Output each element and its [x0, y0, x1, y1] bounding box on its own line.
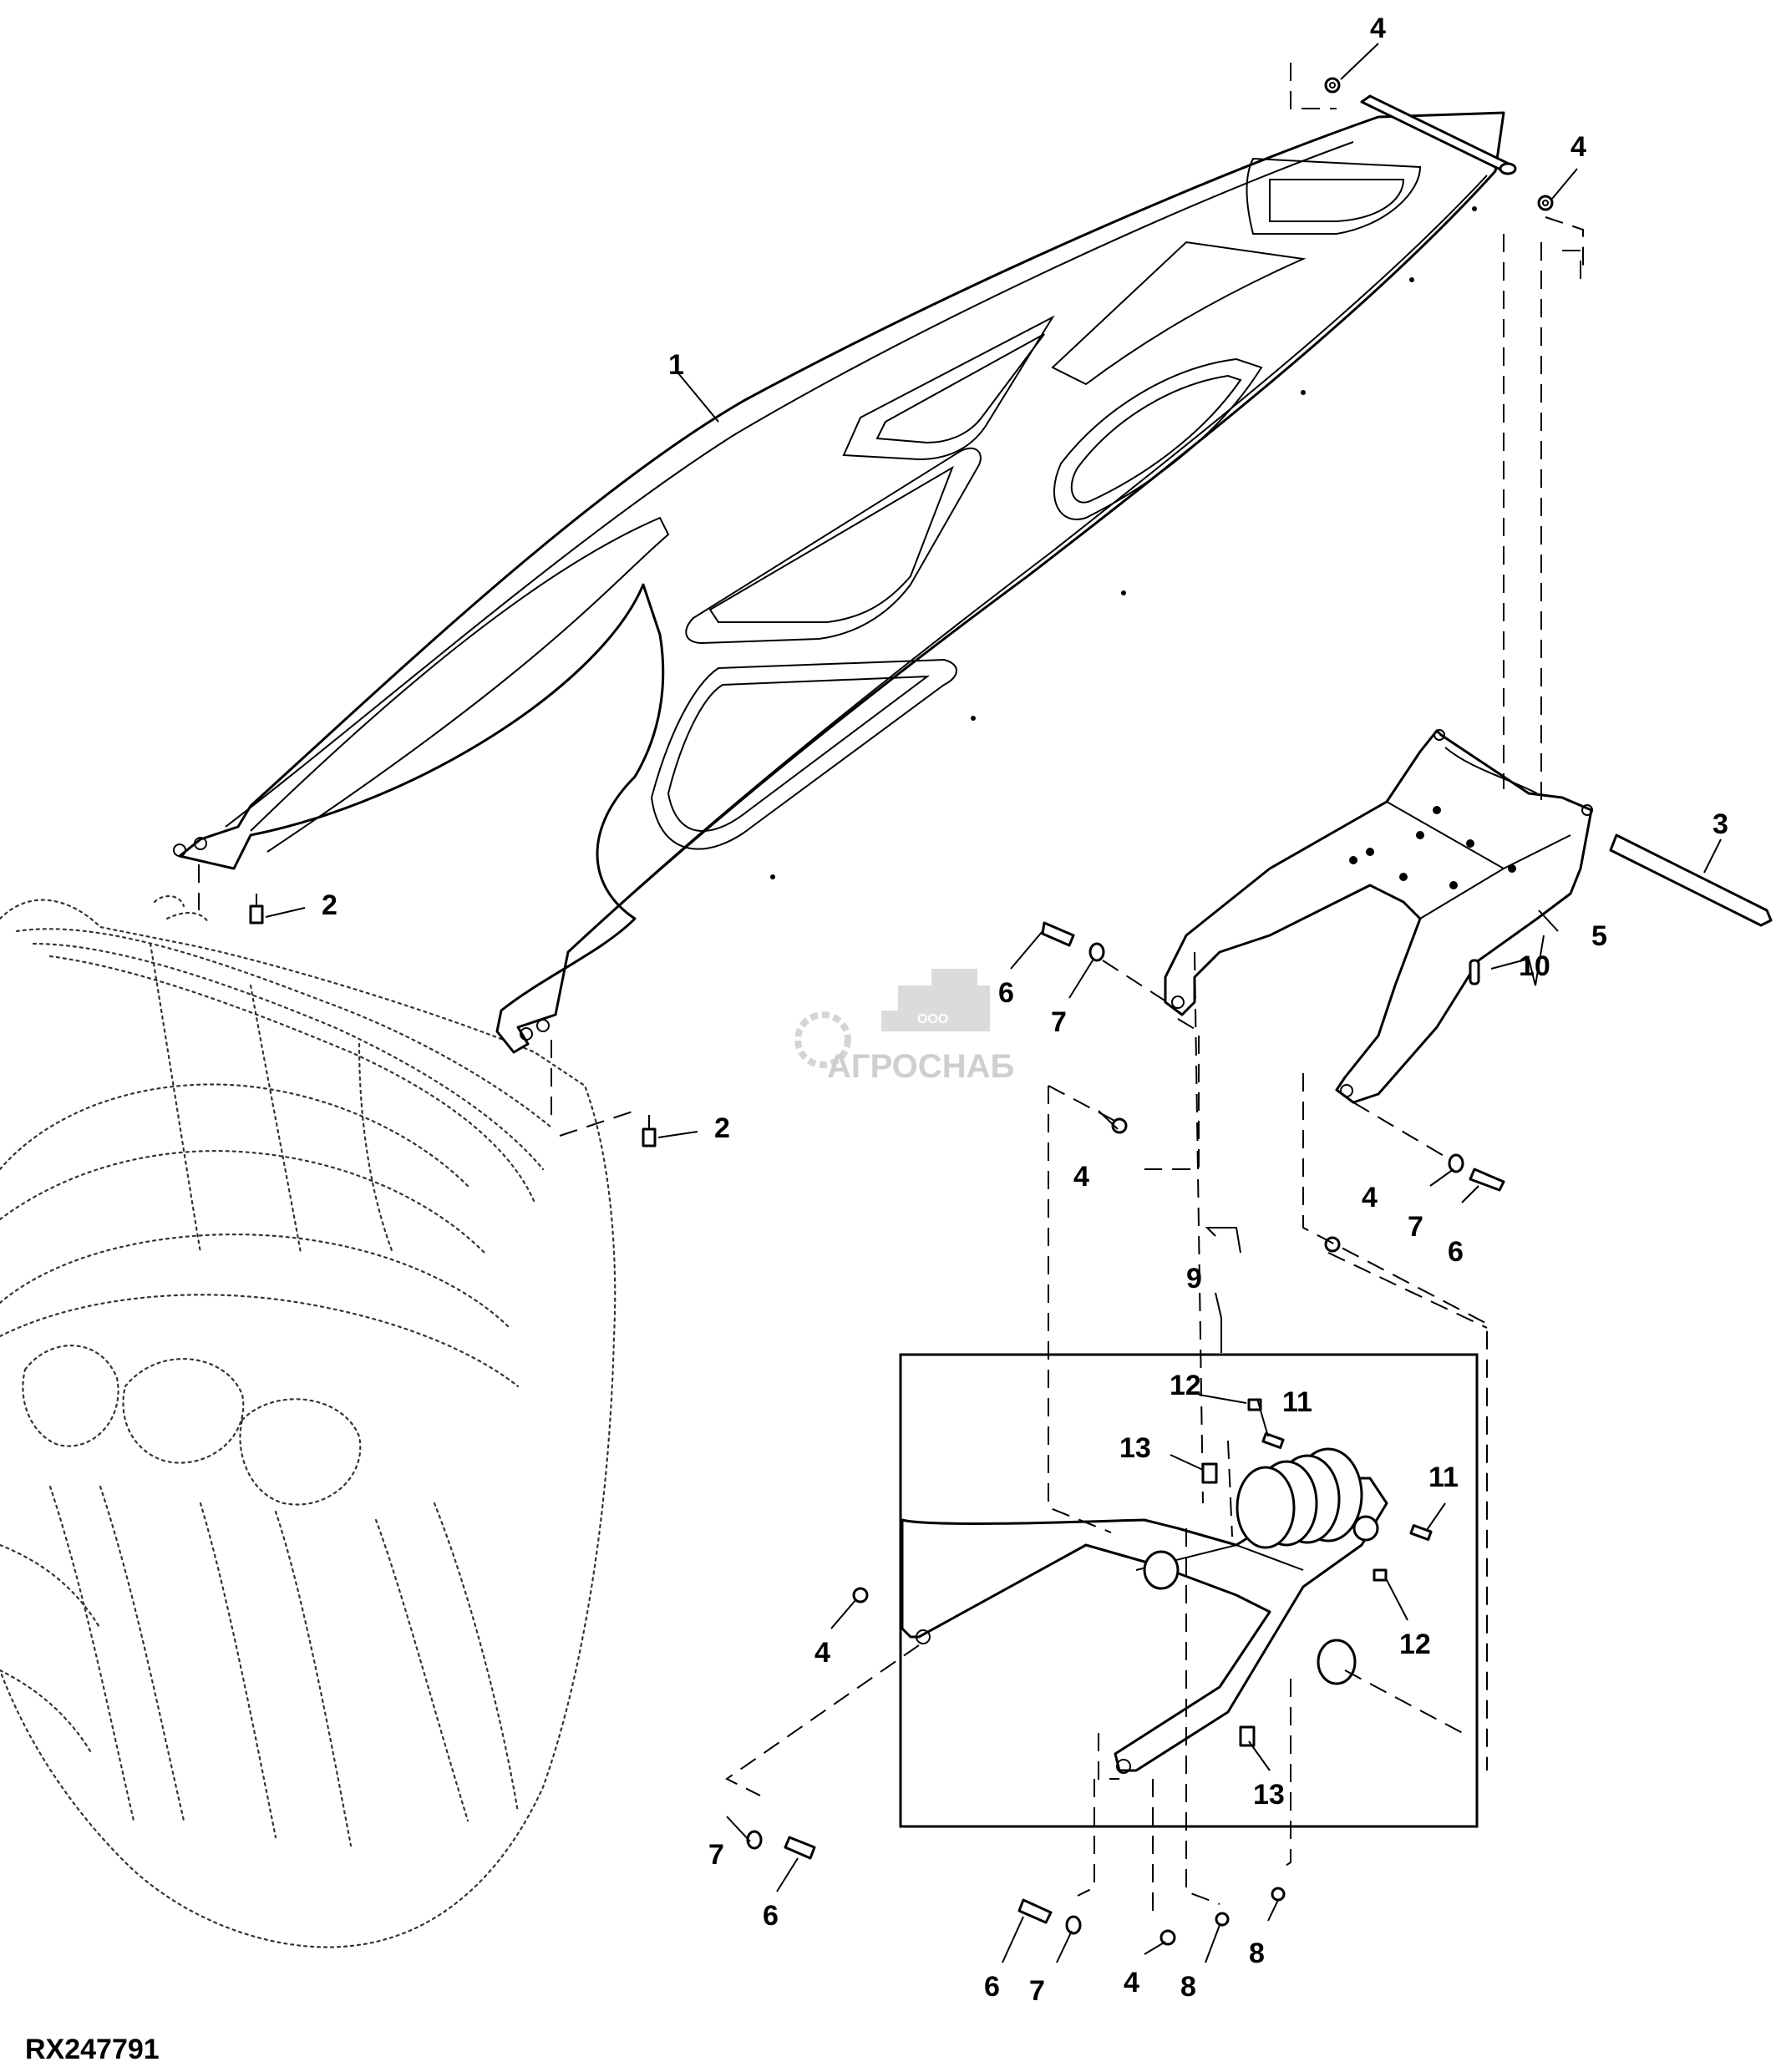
callout-5: 5 [1591, 920, 1607, 952]
nut-12-b [1373, 1568, 1388, 1582]
pin-11-a [1261, 1432, 1285, 1449]
callout-4-bot: 4 [1124, 1967, 1139, 1999]
callout-3: 3 [1713, 808, 1728, 840]
nut-4-top-b [1537, 195, 1554, 211]
nut-4-bot [1159, 1929, 1176, 1946]
nut-4-mid [1111, 1117, 1128, 1134]
assembly-lines [198, 63, 1584, 1921]
svg-text:ООО: ООО [917, 1012, 948, 1026]
nut-4-top-a [1324, 77, 1341, 94]
pin-11-b [1409, 1524, 1433, 1541]
bolt-13-b [1239, 1725, 1256, 1747]
callout-8-a: 8 [1180, 1971, 1196, 2003]
kit-box-part-9 [899, 1353, 1479, 1828]
callout-7-b: 7 [1408, 1211, 1423, 1243]
callout-12-a: 12 [1170, 1370, 1201, 1401]
callout-2-a: 2 [322, 889, 337, 921]
bolt-2-a [249, 894, 264, 925]
callout-9: 9 [1186, 1263, 1202, 1294]
callout-13-a: 13 [1119, 1432, 1151, 1464]
callout-7-c: 7 [708, 1839, 724, 1871]
callout-13-b: 13 [1253, 1779, 1285, 1811]
bolt-13-a [1201, 1462, 1218, 1484]
callout-1: 1 [668, 349, 684, 381]
callout-11-a: 11 [1282, 1386, 1312, 1418]
callout-2-b: 2 [714, 1112, 730, 1144]
mount-bracket-part-5 [1164, 729, 1593, 1104]
callout-11-b: 11 [1428, 1462, 1459, 1493]
nut-8-a [1215, 1912, 1230, 1927]
company-watermark: ООО АГРОСНАБ [794, 969, 1014, 1085]
callout-7-a: 7 [1051, 1006, 1067, 1038]
callout-8-b: 8 [1249, 1938, 1265, 1969]
callout-4-top-b: 4 [1570, 131, 1586, 163]
callout-6-a: 6 [998, 977, 1014, 1009]
callout-labels: 1 2 2 3 4 4 4 4 4 4 5 6 7 6 7 6 7 6 7 8 … [322, 13, 1728, 2007]
callout-6-b: 6 [1448, 1236, 1464, 1268]
callout-6-c: 6 [763, 1900, 779, 1932]
nut-4-kit [852, 1587, 869, 1603]
bolt-6-c [784, 1836, 816, 1860]
callout-4-mid: 4 [1073, 1161, 1089, 1193]
washer-7-b [1448, 1153, 1464, 1173]
hood-outline-ghost [0, 895, 617, 1948]
frame-part-1 [173, 111, 1505, 1054]
callout-7-d: 7 [1029, 1975, 1045, 2007]
pin-rod-part-3 [1609, 833, 1773, 927]
watermark-company-name: АГРОСНАБ [827, 1048, 1014, 1085]
callout-4-top-a: 4 [1370, 13, 1386, 44]
bolt-6-b [1469, 1168, 1505, 1192]
washer-7-a [1088, 942, 1105, 962]
hardware [249, 77, 1554, 1946]
callout-12-b: 12 [1399, 1629, 1431, 1660]
washer-7-d [1065, 1915, 1082, 1935]
bolt-2-b [642, 1115, 657, 1147]
nut-8-b [1271, 1887, 1286, 1902]
bolt-6-d [1017, 1898, 1053, 1924]
callout-10: 10 [1519, 950, 1550, 982]
bolt-6-a [1041, 921, 1075, 947]
callout-4-right: 4 [1362, 1182, 1378, 1213]
leader-lines [265, 43, 1722, 1963]
figure-id: RX247791 [25, 2034, 160, 2065]
top-pin [1360, 94, 1517, 175]
pin-part-10 [1469, 959, 1480, 985]
callout-6-d: 6 [984, 1971, 1000, 2003]
callout-4-kit: 4 [814, 1637, 830, 1669]
